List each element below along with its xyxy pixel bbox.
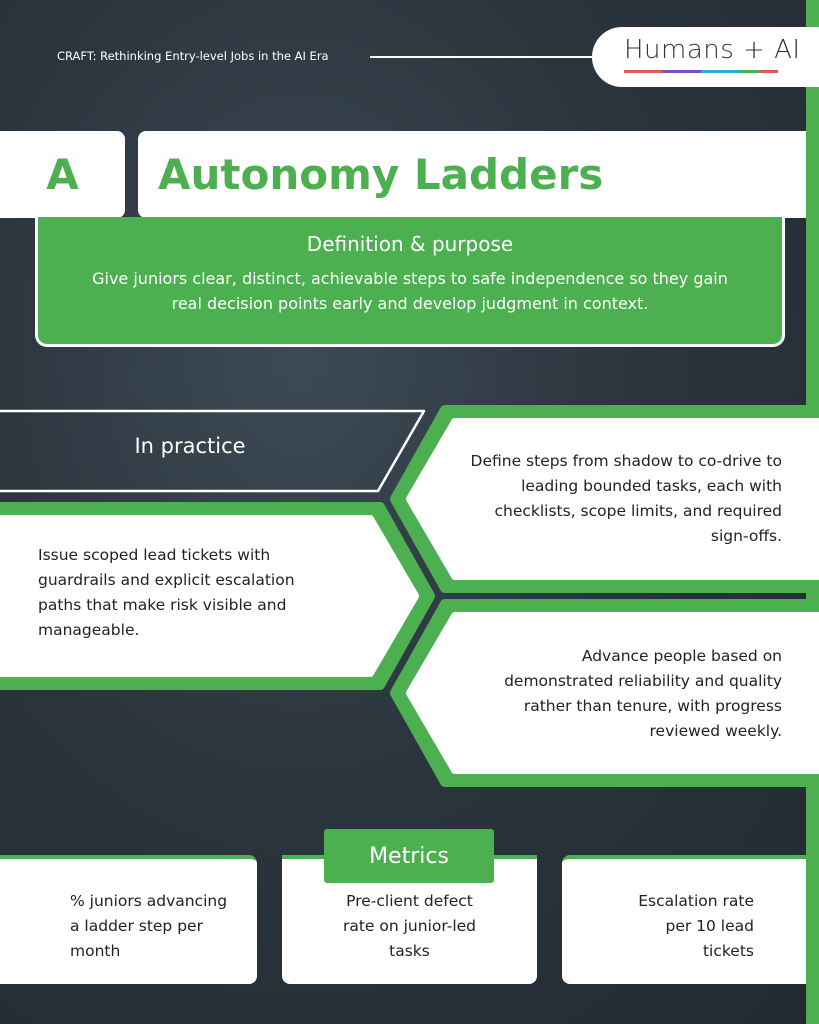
logo: Humans + AI — [592, 27, 819, 87]
hex-left — [0, 515, 419, 677]
practice-item: Advance people based on demonstrated rel… — [504, 647, 782, 740]
section-title: Autonomy Ladders — [138, 131, 806, 218]
hex-right-1 — [406, 418, 819, 580]
metric-text: Pre-client defect rate on junior-led tas… — [342, 892, 477, 960]
metric-card: % juniors advancing a ladder step per mo… — [0, 855, 257, 984]
practice-item: Issue scoped lead tickets with guardrail… — [38, 546, 295, 639]
metric-text: Escalation rate per 10 lead tickets — [638, 892, 754, 960]
metric-text: % juniors advancing a ladder step per mo… — [70, 892, 228, 960]
metrics-label: Metrics — [324, 829, 494, 883]
in-practice-outline — [0, 409, 426, 493]
definition-box: Definition & purpose Give juniors clear,… — [35, 217, 785, 347]
logo-text: Humans + AI — [624, 35, 801, 65]
definition-body: Give juniors clear, distinct, achievable… — [92, 269, 728, 313]
practice-item: Define steps from shadow to co-drive to … — [470, 452, 782, 545]
hex-right-2 — [406, 612, 819, 774]
in-practice-label: In practice — [134, 434, 246, 458]
logo-underline — [624, 70, 778, 73]
header-subtitle: CRAFT: Rethinking Entry-level Jobs in th… — [57, 49, 329, 63]
header-divider — [370, 56, 600, 58]
metric-card: Escalation rate per 10 lead tickets — [562, 855, 806, 984]
definition-heading: Definition & purpose — [306, 232, 514, 256]
section-letter: A — [0, 131, 125, 218]
